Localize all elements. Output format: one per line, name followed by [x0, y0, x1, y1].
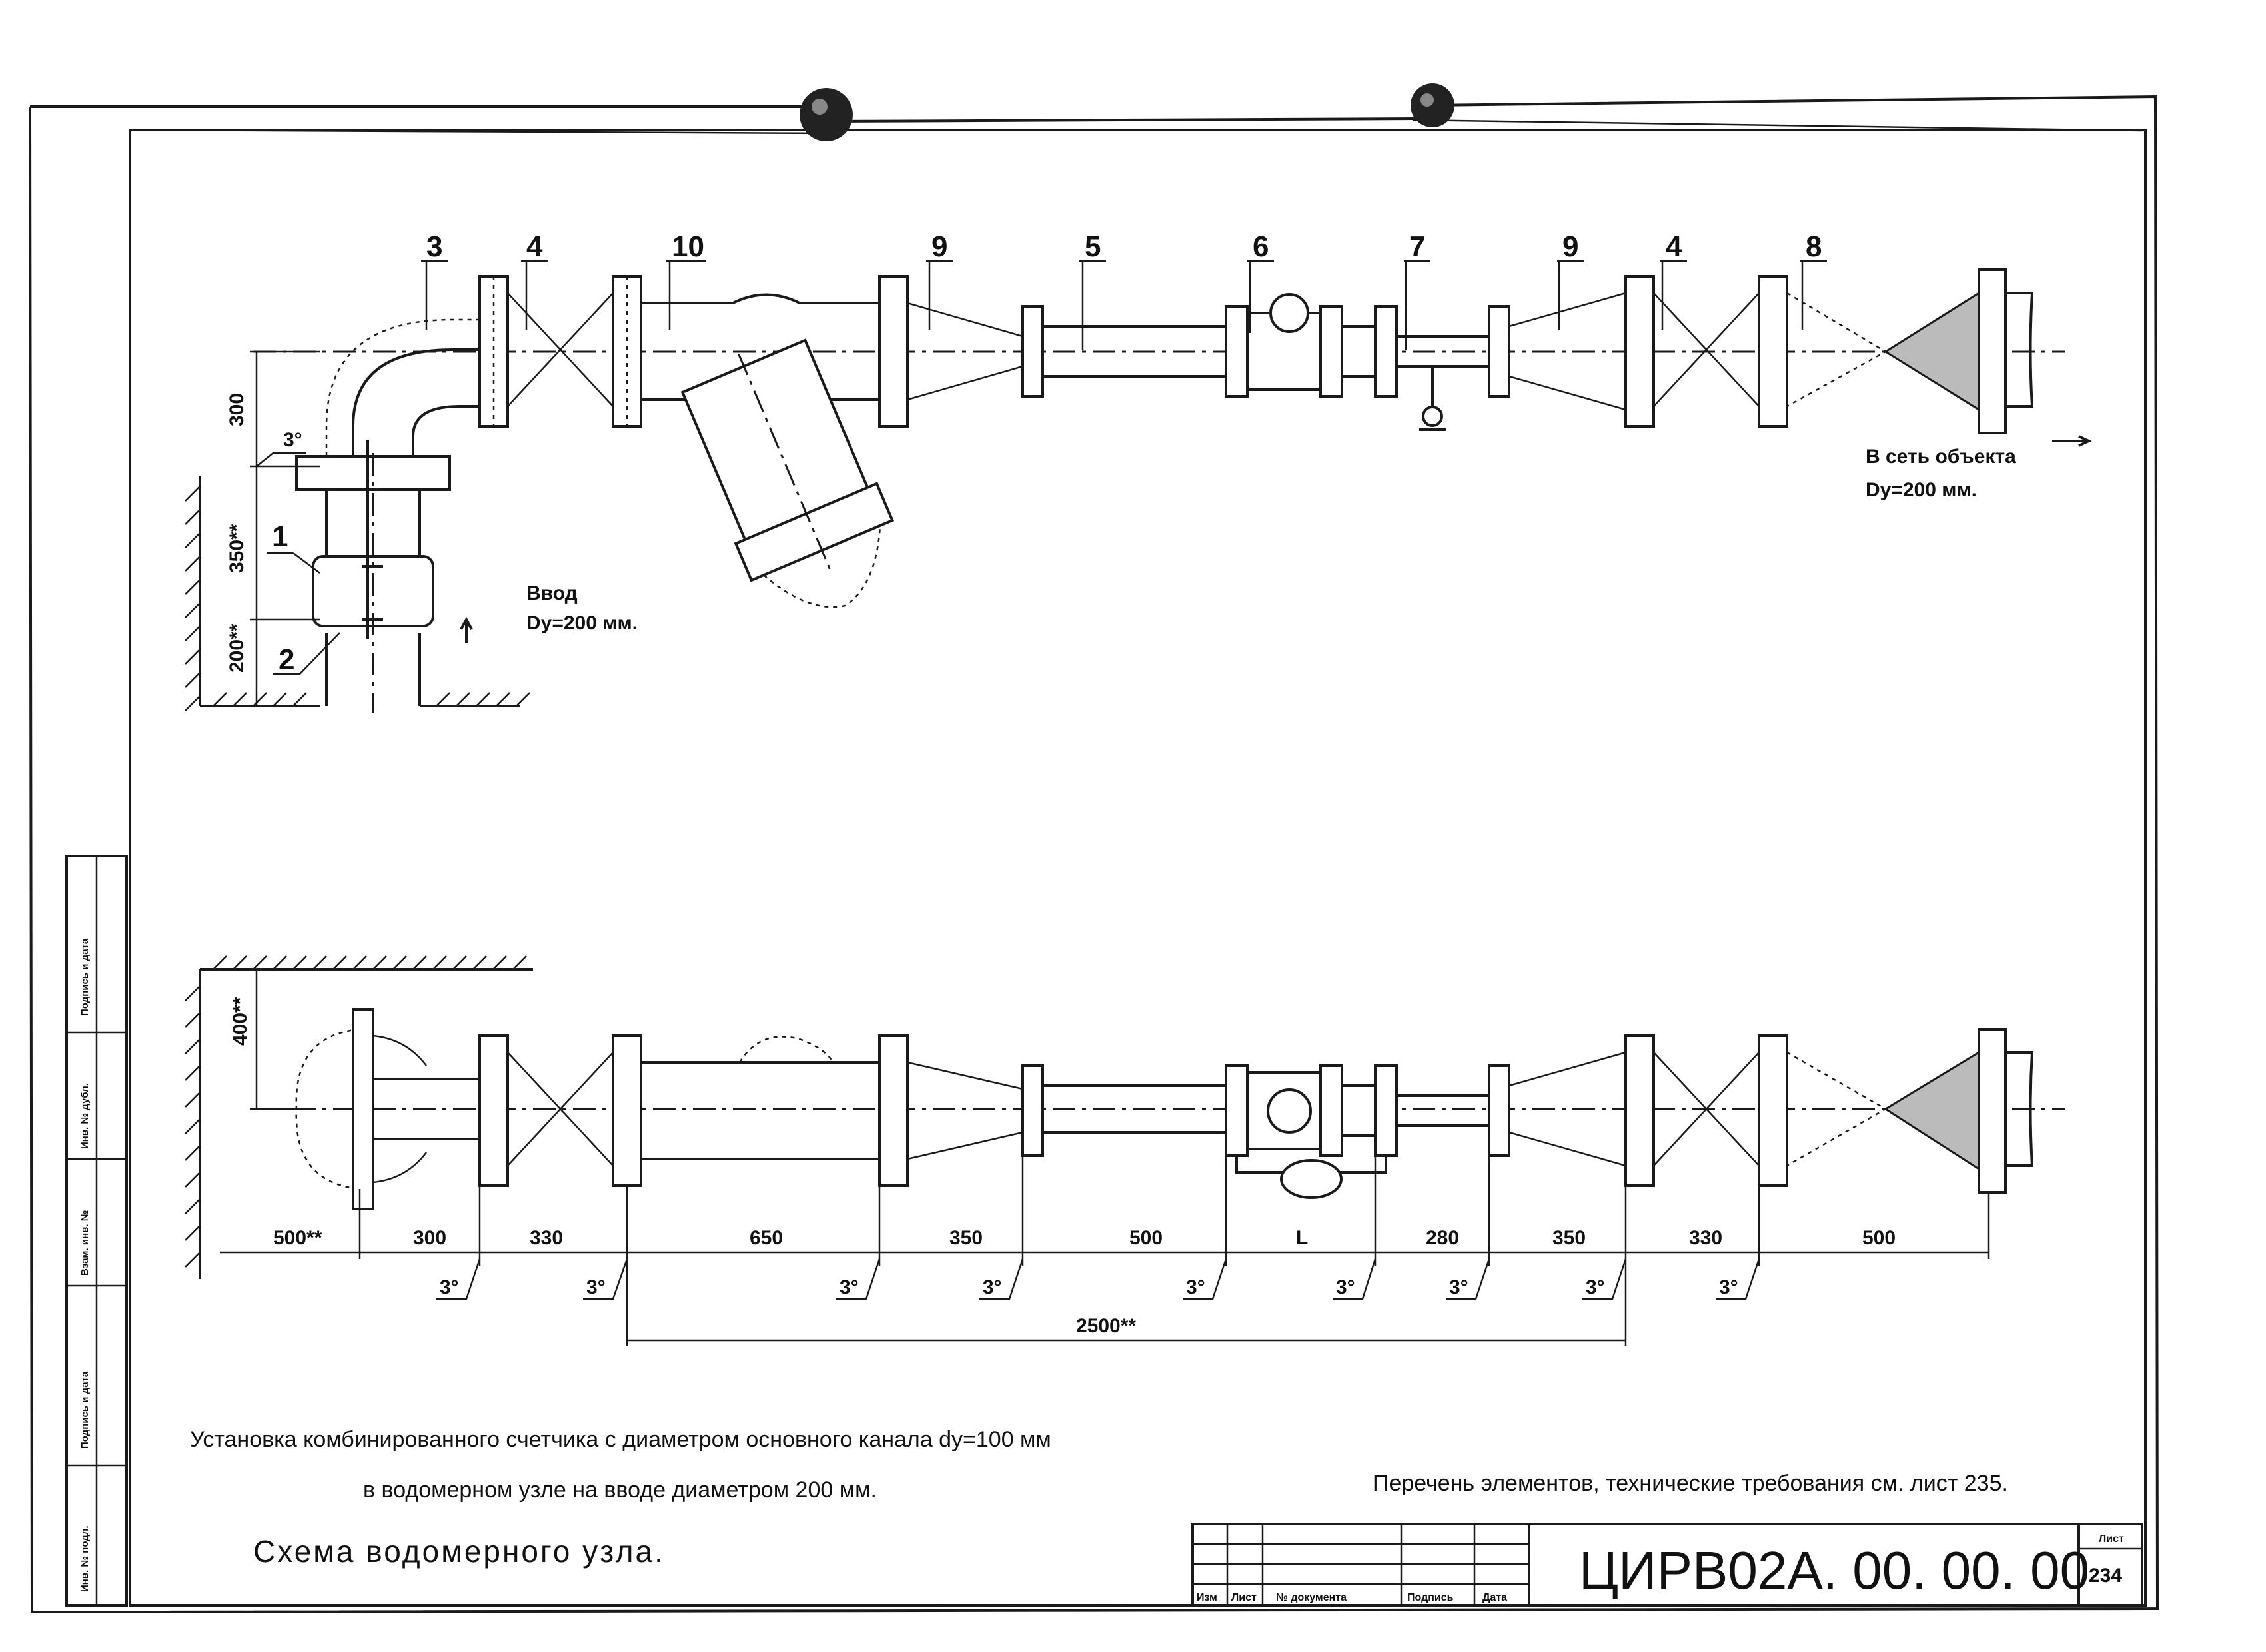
- side-strip-label: Подпись и дата: [79, 938, 91, 1016]
- angle-mark: 3°: [1336, 1276, 1355, 1298]
- outlet-size: Dy=200 мм.: [1866, 479, 1977, 501]
- callouts-top: 1 2 3 4 10 9 5 6 7 9 4 8: [267, 230, 1827, 676]
- dim-L: L: [1296, 1227, 1308, 1249]
- dim-500c: 500: [1862, 1227, 1896, 1249]
- callout-10: 10: [672, 230, 704, 263]
- outlet-title: В сеть объекта: [1866, 446, 2016, 468]
- sheet-label: Лист: [2099, 1533, 2124, 1545]
- reference-note: Перечень элементов, технические требован…: [1373, 1471, 2008, 1496]
- angle-mark: 3°: [1449, 1276, 1468, 1298]
- stamp-header: Лист: [1231, 1592, 1257, 1603]
- angle-mark: 3°: [440, 1276, 459, 1298]
- dim-300-vertical: 300: [226, 393, 248, 426]
- inlet-note: Ввод Dy=200 мм.: [460, 582, 638, 643]
- dim-400-vertical: 400**: [229, 997, 251, 1046]
- inlet-riser-pipe: [295, 440, 451, 713]
- inlet-size: Dy=200 мм.: [526, 612, 638, 634]
- dim-350: 350: [949, 1227, 983, 1249]
- side-strip-label: Подпись и дата: [79, 1371, 91, 1449]
- stamp-header: Изм: [1197, 1592, 1217, 1603]
- callout-2: 2: [279, 643, 294, 676]
- wall-hatch-top: [185, 476, 530, 711]
- bottom-dimension-chain: 500** 300 330 650 350 500 L 280 350 330 …: [220, 1156, 1990, 1346]
- sheet-number: 234: [2089, 1565, 2122, 1587]
- angle-mark: 3°: [1586, 1276, 1605, 1298]
- dim-330b: 330: [1689, 1227, 1722, 1249]
- outlet-note: В сеть объекта Dy=200 мм.: [1866, 435, 2092, 501]
- callout-5: 5: [1085, 230, 1101, 263]
- angle-mark-top: 3°: [283, 429, 302, 451]
- callout-9: 9: [931, 230, 947, 263]
- side-dimension: 400**: [229, 969, 313, 1110]
- side-strip: Подпись и дата Инв. № дубл. Взам. инв. №…: [65, 855, 128, 1607]
- stamp-header: № документа: [1276, 1592, 1347, 1603]
- sheet-frame: [29, 95, 2159, 1613]
- top-dimensions: 300 350** 200** 3°: [226, 350, 320, 706]
- dim-350b: 350: [1552, 1227, 1586, 1249]
- binder-pin-left: [800, 88, 853, 141]
- callout-7: 7: [1409, 230, 1425, 263]
- caption-line-1: Установка комбинированного счетчика с ди…: [190, 1427, 1051, 1452]
- callout-3: 3: [426, 230, 442, 263]
- angle-mark: 3°: [983, 1276, 1002, 1298]
- dim-280: 280: [1426, 1227, 1459, 1249]
- side-strip-label: Инв. № дубл.: [79, 1083, 91, 1149]
- dim-500b: 500: [1129, 1227, 1163, 1249]
- angle-mark: 3°: [1719, 1276, 1738, 1298]
- strainer-body: [680, 338, 895, 608]
- top-main-line: [253, 268, 2065, 608]
- dim-330: 330: [530, 1227, 563, 1249]
- document-code: ЦИРВ02А. 00. 00. 00: [1579, 1541, 2089, 1600]
- stamp-header: Подпись: [1407, 1592, 1454, 1603]
- title-block: Изм Лист № документа Подпись Дата ЦИРВ02…: [1191, 1523, 2143, 1607]
- angle-mark: 3°: [1186, 1276, 1205, 1298]
- angle-mark: 3°: [840, 1276, 859, 1298]
- dim-350-vertical: 350**: [226, 524, 248, 573]
- dim-2500-overall: 2500**: [1076, 1315, 1136, 1337]
- callout-1: 1: [272, 520, 288, 553]
- dim-300: 300: [413, 1227, 446, 1249]
- dim-500: 500**: [273, 1227, 322, 1249]
- dim-200-vertical: 200**: [226, 623, 248, 673]
- wall-hatch-bottom: [185, 955, 533, 1279]
- callout-9b: 9: [1562, 230, 1578, 263]
- scheme-title: Схема водомерного узла.: [253, 1534, 665, 1569]
- angle-mark: 3°: [586, 1276, 606, 1298]
- callout-4b: 4: [1666, 230, 1682, 263]
- elbow-90: [325, 318, 480, 456]
- dim-650: 650: [750, 1227, 783, 1249]
- inlet-title: Ввод: [526, 582, 578, 604]
- binder-pin-right: [1411, 83, 1454, 127]
- callout-6: 6: [1253, 230, 1269, 263]
- caption-line-2: в водомерном узле на вводе диаметром 200…: [363, 1477, 877, 1503]
- side-strip-label: Взам. инв. №: [79, 1210, 91, 1276]
- stamp-header: Дата: [1482, 1592, 1507, 1603]
- side-strip-label: Инв. № подл.: [79, 1525, 91, 1592]
- bottom-main-line: [253, 1008, 2065, 1210]
- callout-8: 8: [1806, 230, 1822, 263]
- callout-4: 4: [526, 230, 543, 263]
